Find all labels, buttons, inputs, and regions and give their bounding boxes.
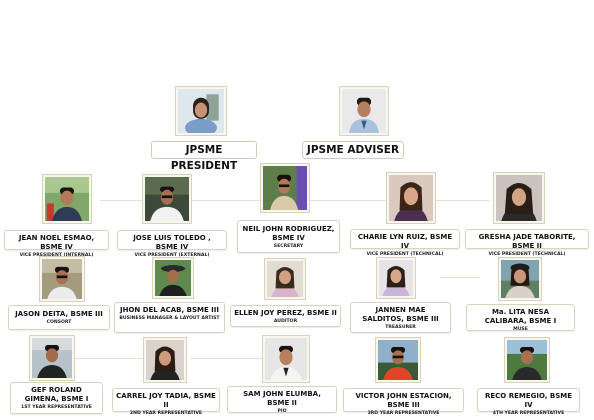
member-name: GEF ROLAND GIMENA, BSME I — [24, 386, 89, 403]
member-name: JASON DEITA, BSME III — [15, 310, 103, 318]
member-role: VICE PRESIDENT (EXTERNAL) — [134, 253, 210, 258]
member-photo-15 — [504, 337, 550, 383]
person-portrait-icon — [265, 338, 307, 380]
person-portrait-icon — [501, 260, 539, 298]
member-name: GRESHA JADE TABORITE, BSME II — [478, 233, 576, 250]
member-name: CARREL JOY TADIA, BSME II — [116, 392, 216, 409]
person-portrait-icon — [342, 89, 386, 133]
member-photo-13 — [262, 335, 310, 383]
member-photo-9 — [376, 257, 416, 299]
president-photo — [175, 86, 227, 136]
member-photo-14 — [375, 337, 421, 383]
member-name: JOSE LUIS TOLEDO , BSME IV — [133, 234, 211, 251]
member-label-9: JANNEN MAE SALDITOS, BSME III TREASURER — [350, 302, 451, 333]
member-photo-4 — [386, 172, 436, 224]
person-portrait-icon — [155, 260, 191, 296]
person-portrait-icon — [496, 175, 542, 221]
member-role: PIO — [277, 409, 287, 414]
person-portrait-icon — [42, 259, 82, 299]
person-portrait-icon — [389, 175, 433, 221]
connector-row3-mid — [190, 358, 265, 359]
member-photo-7 — [152, 257, 194, 299]
person-portrait-icon — [32, 338, 72, 378]
member-name: NEIL JOHN RODRIGUEZ, BSME IV — [242, 225, 335, 242]
member-label-15: RECO REMEGIO, BSME IV 4TH YEAR REPRESENT… — [477, 388, 580, 416]
member-label-13: SAM JOHN ELUMBA, BSME II PIO — [227, 386, 337, 414]
member-name: JHON DEL ACAB, BSME III — [120, 306, 219, 314]
president-title: JPSME PRESIDENT — [151, 141, 257, 172]
member-role: 4TH YEAR REPRESENTATIVE — [492, 411, 565, 416]
member-name: VICTOR JOHN ESTACION, BSME III — [355, 392, 452, 409]
member-name: JEAN NOEL ESMAO, BSME IV — [18, 234, 95, 251]
member-label-1: JEAN NOEL ESMAO, BSME IV VICE PRESIDENT … — [4, 230, 109, 258]
person-portrait-icon — [267, 261, 303, 297]
member-label-2: JOSE LUIS TOLEDO , BSME IV VICE PRESIDEN… — [117, 230, 227, 258]
adviser-title: JPSME ADVISER — [302, 141, 404, 159]
person-portrait-icon — [263, 166, 307, 210]
member-photo-3 — [260, 163, 310, 213]
member-role: VICE PRESIDENT (TECHNICAL) — [488, 252, 566, 257]
member-label-11: GEF ROLAND GIMENA, BSME I 1ST YEAR REPRE… — [10, 382, 103, 414]
member-label-14: VICTOR JOHN ESTACION, BSME III 3RD YEAR … — [343, 388, 464, 416]
member-photo-8 — [264, 258, 306, 300]
member-name: JANNEN MAE SALDITOS, BSME III — [362, 306, 439, 323]
member-label-8: ELLEN JOY PEREZ, BSME II AUDITOR — [230, 305, 341, 327]
member-name: Ma. LITA NESA CALIBARA, BSME I — [484, 308, 557, 325]
person-portrait-icon — [145, 177, 189, 221]
member-label-7: JHON DEL ACAB, BSME III BUSINESS MANAGER… — [114, 302, 225, 333]
adviser-photo — [339, 86, 389, 136]
member-label-4: CHARIE LYN RUIZ, BSME IV VICE PRESIDENT … — [350, 229, 460, 257]
person-portrait-icon — [146, 340, 184, 380]
member-label-10: Ma. LITA NESA CALIBARA, BSME I MUSE — [466, 304, 575, 332]
person-portrait-icon — [378, 340, 418, 380]
connector-row3-left — [75, 358, 145, 359]
member-photo-5 — [493, 172, 545, 224]
person-portrait-icon — [178, 89, 224, 133]
member-role: SECRETARY — [273, 244, 304, 249]
person-portrait-icon — [379, 260, 413, 296]
person-portrait-icon — [45, 177, 89, 221]
member-role: 1ST YEAR REPRESENTATIVE — [21, 405, 92, 410]
member-role: BUSINESS MANAGER & LAYOUT ARTIST — [119, 316, 220, 321]
member-role: TREASURER — [385, 325, 416, 330]
member-name: CHARIE LYN RUIZ, BSME IV — [357, 233, 453, 250]
member-role: VICE PRESIDENT (TECHNICAL) — [366, 252, 444, 257]
connector-row2-right — [440, 277, 480, 278]
member-label-5: GRESHA JADE TABORITE, BSME II VICE PRESI… — [465, 229, 589, 257]
member-photo-11 — [29, 335, 75, 381]
member-photo-12 — [143, 337, 187, 383]
member-role: VICE PRESIDENT (INTERNAL) — [19, 253, 94, 258]
member-role: MUSE — [513, 327, 528, 332]
member-photo-1 — [42, 174, 92, 224]
member-name: ELLEN JOY PEREZ, BSME II — [234, 309, 337, 317]
member-role: 3RD YEAR REPRESENTATIVE — [367, 411, 440, 416]
member-role: AUDITOR — [273, 319, 298, 324]
member-photo-2 — [142, 174, 192, 224]
member-photo-10 — [498, 257, 542, 301]
member-role: CONSORT — [46, 320, 72, 325]
member-name: SAM JOHN ELUMBA, BSME II — [243, 390, 321, 407]
member-label-3: NEIL JOHN RODRIGUEZ, BSME IV SECRETARY — [237, 220, 340, 253]
person-portrait-icon — [507, 340, 547, 380]
member-role: 2ND YEAR REPRESENTATIVE — [129, 411, 203, 416]
member-label-12: CARREL JOY TADIA, BSME II 2ND YEAR REPRE… — [112, 388, 220, 416]
member-label-6: JASON DEITA, BSME III CONSORT — [8, 305, 110, 330]
member-name: RECO REMEGIO, BSME IV — [485, 392, 572, 409]
member-photo-6 — [39, 256, 85, 302]
